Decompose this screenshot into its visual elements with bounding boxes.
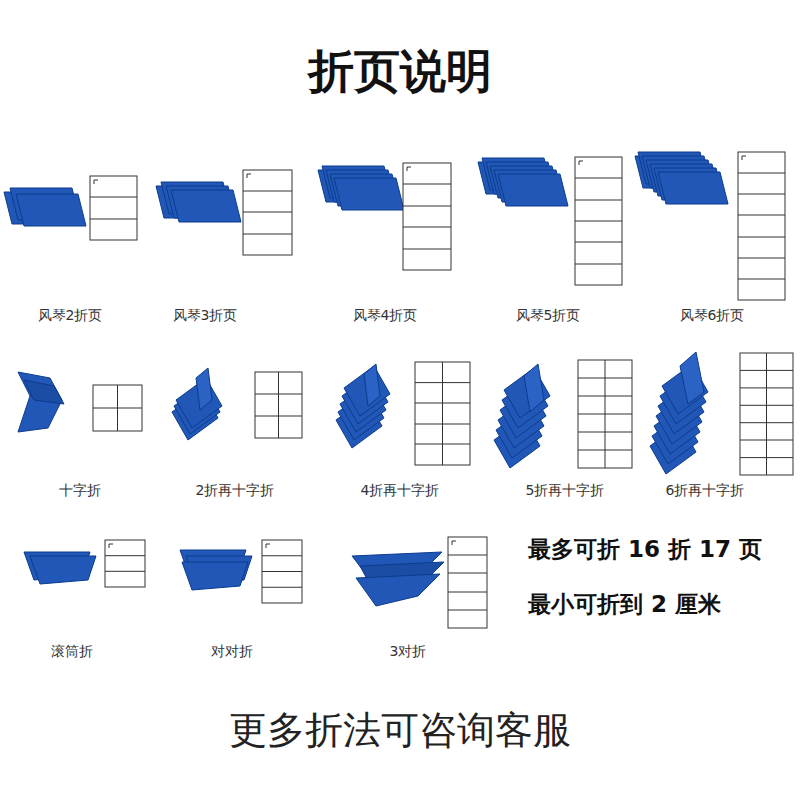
- cross-fold-illustration: [18, 372, 64, 432]
- panel-grid: [90, 152, 785, 300]
- fold-type-label: 对对折: [211, 643, 253, 660]
- fold-type-label: 风琴2折页: [38, 307, 103, 324]
- fold-type-label: 5折再十字折: [526, 482, 605, 499]
- panel-grid: [738, 156, 785, 279]
- double-parallel-illustration: [182, 562, 248, 590]
- panel-grid: [90, 180, 137, 219]
- panel-grid: [448, 537, 487, 628]
- cross-fold-illustration: [336, 364, 390, 448]
- accordion-illustration: [156, 182, 241, 222]
- panel-grid: [243, 174, 292, 234]
- panel-grid: [93, 385, 142, 431]
- panel-grid: [575, 161, 622, 264]
- panel-grid: [105, 540, 145, 587]
- panel-grid: [255, 372, 302, 438]
- cross-fold-illustration: [650, 352, 708, 474]
- panel-grid: [262, 544, 302, 587]
- cross-fold-illustration: [364, 364, 380, 406]
- cross-fold-illustration: [172, 368, 222, 440]
- fold-type-label: 风琴3折页: [173, 307, 238, 324]
- title-rule: [180, 126, 620, 128]
- fold-type-label: 风琴4折页: [353, 307, 418, 324]
- cross-fold-illustration: [24, 380, 64, 404]
- spec-note: 最多可折 16 折 17 页: [528, 536, 762, 564]
- cross-fold-illustration: [494, 364, 550, 468]
- fold-type-label: 2折再十字折: [196, 482, 275, 499]
- panel-grid: [578, 360, 632, 468]
- panel-grid: [575, 157, 622, 285]
- panel-grid: [415, 362, 470, 465]
- panel-grid: [578, 360, 632, 468]
- panel-grid: [740, 353, 793, 475]
- cross-fold-illustration: [196, 368, 212, 410]
- panel-grid: [403, 167, 451, 249]
- roll-fold-illustration: [30, 556, 96, 584]
- panel-grid: [90, 176, 137, 240]
- page-title: 折页说明: [308, 44, 492, 99]
- panel-grid: [93, 353, 793, 475]
- accordion-illustration: [4, 188, 86, 226]
- panel-grid: [105, 537, 487, 628]
- fold-type-label: 3对折: [390, 643, 427, 660]
- accordion-illustration: [658, 172, 728, 204]
- triple-parallel-illustration: [352, 552, 444, 606]
- panel-grid: [243, 170, 292, 255]
- panel-grid: [738, 152, 785, 300]
- accordion-illustration: [171, 190, 241, 222]
- fold-type-label: 风琴6折页: [680, 307, 745, 324]
- fold-type-label: 滚筒折: [51, 643, 93, 660]
- fold-type-label: 风琴5折页: [516, 307, 581, 324]
- panel-grid: [255, 372, 302, 438]
- accordion-illustration: [478, 158, 568, 206]
- cross-fold-illustration: [524, 364, 544, 412]
- panel-grid: [93, 385, 142, 431]
- panel-grid: [448, 541, 487, 610]
- spec-note: 最小可折到 2 厘米: [528, 591, 721, 619]
- double-parallel-illustration: [180, 550, 252, 590]
- panel-grid: [262, 540, 302, 603]
- triple-parallel-illustration: [356, 574, 440, 606]
- accordion-illustration: [635, 152, 728, 204]
- accordion-illustration: [334, 178, 404, 210]
- panel-grid: [740, 353, 793, 475]
- panel-grid: [403, 163, 451, 270]
- fold-type-label: 十字折: [59, 482, 101, 499]
- accordion-illustration: [498, 174, 568, 206]
- panel-grid: [415, 362, 470, 465]
- fold-type-label: 4折再十字折: [361, 482, 440, 499]
- accordion-illustration: [318, 166, 404, 210]
- panel-grid: [105, 544, 145, 571]
- page-caption: 更多折法可咨询客服: [229, 708, 571, 754]
- cross-fold-illustration: [680, 352, 704, 404]
- roll-fold-illustration: [24, 552, 96, 584]
- accordion-illustration: [16, 194, 86, 226]
- fold-type-label: 6折再十字折: [666, 482, 745, 499]
